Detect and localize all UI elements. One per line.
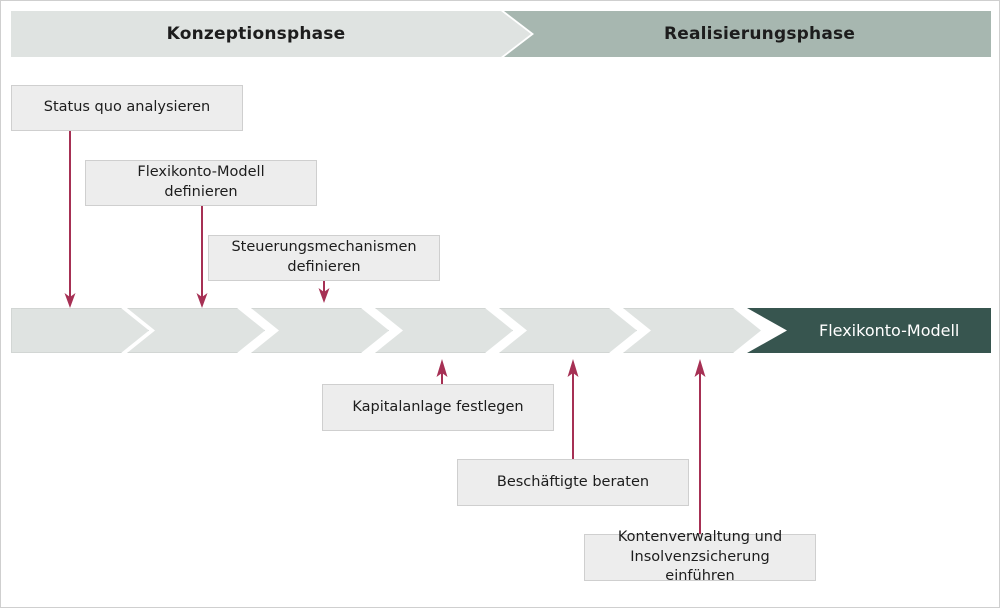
process-chevron-band: Flexikonto-Modell [11, 308, 991, 353]
task-box-steuerungsmechanismen-definieren[interactable]: Steuerungsmechanismen definieren [208, 235, 440, 281]
phase-header-band: Konzeptionsphase Realisierungsphase [11, 11, 991, 57]
task-label: Steuerungsmechanismen definieren [231, 239, 417, 275]
task-box-kapitalanlage-festlegen[interactable]: Kapitalanlage festlegen [322, 384, 554, 431]
process-segment-3[interactable] [251, 308, 389, 353]
process-segment-1[interactable] [11, 308, 149, 353]
phase-realisierungsphase[interactable]: Realisierungsphase [504, 11, 991, 57]
connector-arrow-up-kontenverwaltung [691, 359, 709, 535]
process-segment-5[interactable] [499, 308, 637, 353]
process-result-segment[interactable]: Flexikonto-Modell [747, 308, 991, 353]
task-box-status-quo-analysieren[interactable]: Status quo analysieren [11, 85, 243, 131]
phase-konzeptionsphase[interactable]: Konzeptionsphase [11, 11, 531, 57]
connector-arrow-down-status-quo [61, 131, 79, 309]
phase-konzeptionsphase-label: Konzeptionsphase [166, 24, 346, 44]
task-label: Kontenverwaltung und Insolvenzsicherung … [617, 529, 783, 585]
task-label: Beschäftigte beraten [496, 473, 650, 490]
task-label: Kapitalanlage festlegen [352, 398, 524, 415]
connector-arrow-down-flexikonto-modell [193, 206, 211, 309]
connector-arrow-up-beschaeftigte-beraten [564, 359, 582, 459]
process-segment-4[interactable] [375, 308, 513, 353]
phase-realisierungsphase-label: Realisierungsphase [663, 24, 856, 44]
task-box-flexikonto-modell-definieren[interactable]: Flexikonto-Modell definieren [85, 160, 317, 206]
connector-arrow-up-kapitalanlage [433, 359, 451, 384]
task-label: Status quo analysieren [43, 99, 211, 116]
task-label: Flexikonto-Modell definieren [137, 164, 265, 200]
process-result-label: Flexikonto-Modell [819, 321, 960, 340]
task-box-beschaeftigte-beraten[interactable]: Beschäftigte beraten [457, 459, 689, 506]
process-segment-6[interactable] [623, 308, 761, 353]
task-box-kontenverwaltung-insolvenzsicherung[interactable]: Kontenverwaltung und Insolvenzsicherung … [584, 529, 816, 584]
connector-arrow-down-steuerungsmechanismen [315, 281, 333, 304]
